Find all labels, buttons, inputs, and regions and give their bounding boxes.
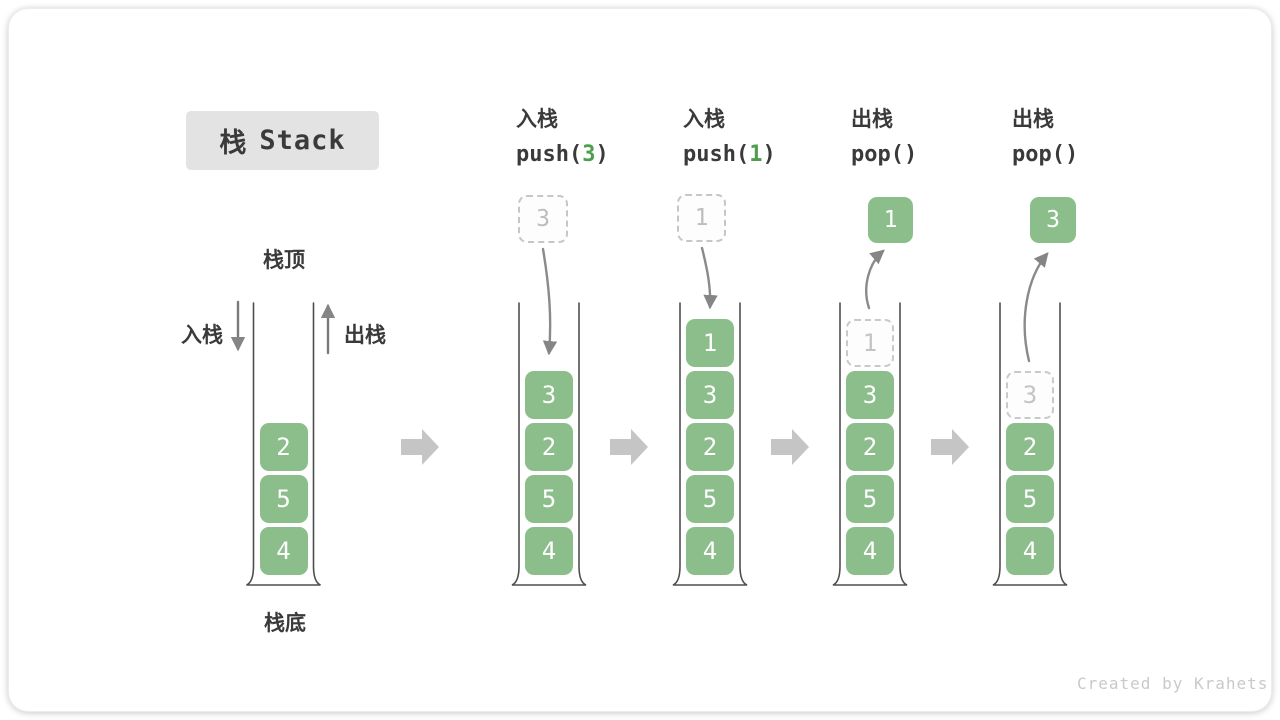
op-label-zh: 出栈 [851,107,893,131]
code-post: ) [903,142,918,167]
title-zh: 栈 [219,128,248,159]
op-label-code: pop() [851,140,1021,170]
code-post: ) [762,142,776,167]
op-label-pop-1: 出栈 pop() [851,104,1021,170]
push-side-label: 入栈 [181,323,223,347]
code-pre: push( [516,142,583,167]
title-en: Stack [259,125,346,156]
code-pre: push( [683,142,750,167]
op-label-zh: 出栈 [1012,107,1054,131]
op-label-code: push(3) [516,140,686,170]
stack-top-label: 栈顶 [263,248,305,272]
op-label-code: pop() [1012,140,1182,170]
page-title: 栈 Stack [186,111,379,170]
code-pre: pop( [851,142,904,167]
incoming-value-box: 3 [518,195,568,243]
op-label-code: push(1) [683,140,853,170]
pop-side-label: 出栈 [344,323,386,347]
op-label-push-1: 入栈 push(1) [683,104,853,170]
stack-bottom-label: 栈底 [264,611,306,635]
code-post: ) [1064,142,1079,167]
code-pre: pop( [1012,142,1065,167]
code-arg: 1 [749,142,763,167]
incoming-value-box: 1 [677,194,726,242]
op-label-push-3: 入栈 push(3) [516,104,686,170]
code-post: ) [595,142,609,167]
watermark: Created by Krahets [1077,674,1269,693]
popped-value-box: 3 [1030,197,1076,243]
popped-value-box: 1 [868,197,913,243]
op-label-zh: 入栈 [516,107,558,131]
code-arg: 3 [582,142,596,167]
op-label-pop-2: 出栈 pop() [1012,104,1182,170]
op-label-zh: 入栈 [683,107,725,131]
